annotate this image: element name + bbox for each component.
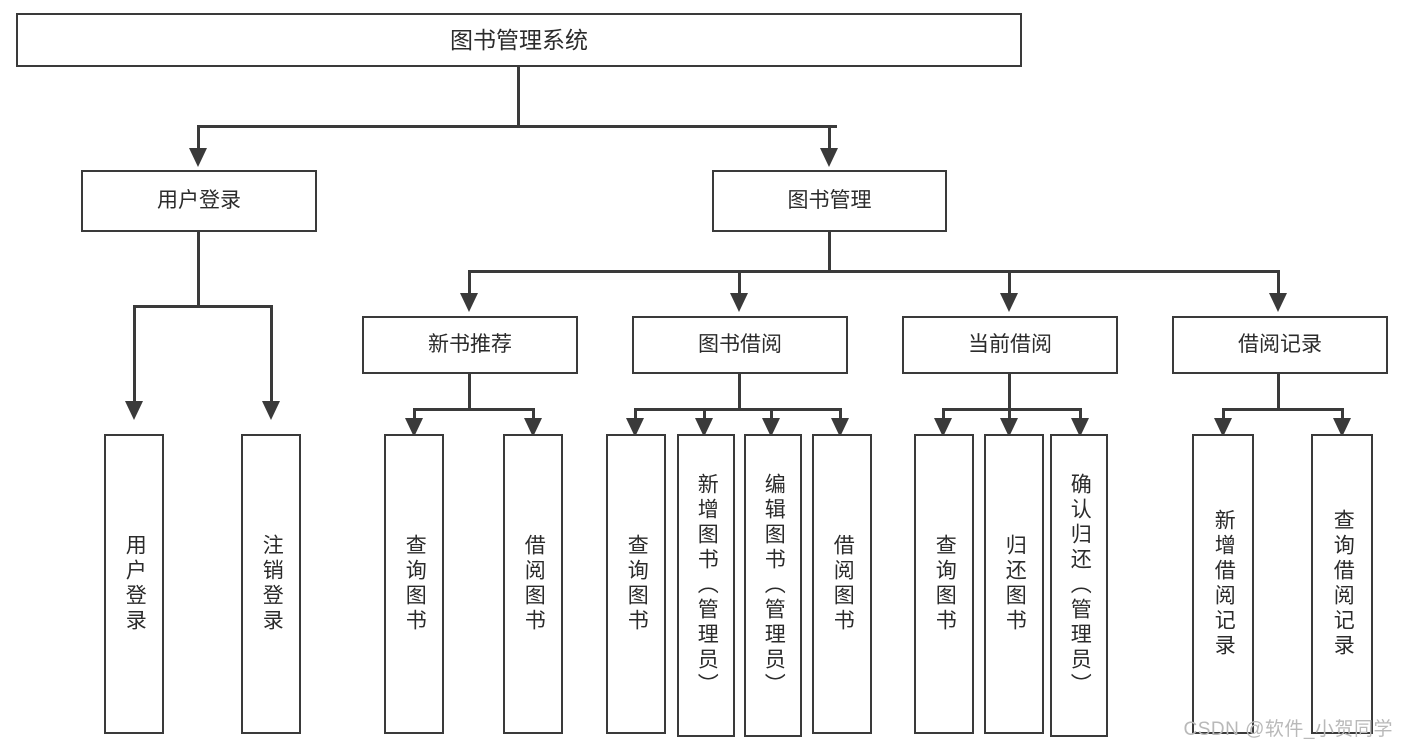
node-label: 当前借阅 <box>968 332 1052 356</box>
node-leaf-query-record[interactable]: 查询借阅记录 <box>1311 434 1373 734</box>
arrow-to-new-book-recommend <box>460 293 478 312</box>
node-label: 查询借阅记录 <box>1331 509 1355 659</box>
node-leaf-add-book[interactable]: 新增图书（管理员） <box>677 434 735 737</box>
arrow-root-to-user-login <box>189 148 207 167</box>
arrow-to-book-borrow <box>730 293 748 312</box>
node-leaf-borrow-book-1[interactable]: 借阅图书 <box>503 434 563 734</box>
node-label: 查询图书 <box>403 534 427 634</box>
connector-nbr-drop-2 <box>532 408 535 420</box>
connector-user-login-drop-2 <box>270 305 273 402</box>
node-label: 用户登录 <box>157 188 241 212</box>
arrow-to-borrow-record <box>1269 293 1287 312</box>
node-label: 新增图书（管理员） <box>695 473 719 698</box>
connector-br-drop-2 <box>1341 408 1344 420</box>
connector-root-bus <box>197 125 837 128</box>
connector-book-manage-stem <box>828 232 831 270</box>
arrow-root-to-book-manage <box>820 148 838 167</box>
connector-br-stem <box>1277 374 1280 408</box>
connector-book-manage-drop-4 <box>1277 270 1280 294</box>
node-leaf-return-book[interactable]: 归还图书 <box>984 434 1044 734</box>
node-user-login[interactable]: 用户登录 <box>81 170 317 232</box>
arrow-to-leaf-edit-book <box>762 418 780 437</box>
node-label: 查询图书 <box>933 534 957 634</box>
connector-nbr-bus <box>413 408 535 411</box>
connector-book-manage-drop-3 <box>1008 270 1011 294</box>
node-leaf-borrow-book-2[interactable]: 借阅图书 <box>812 434 872 734</box>
node-leaf-query-book-2[interactable]: 查询图书 <box>606 434 666 734</box>
arrow-to-leaf-add-record <box>1214 418 1232 437</box>
connector-nbr-stem <box>468 374 471 408</box>
connector-nbr-drop-1 <box>413 408 416 420</box>
node-label: 归还图书 <box>1003 534 1027 634</box>
node-label: 图书借阅 <box>698 332 782 356</box>
arrow-to-leaf-query-book-1 <box>405 418 423 437</box>
node-leaf-user-login[interactable]: 用户登录 <box>104 434 164 734</box>
connector-book-manage-bus <box>468 270 1280 273</box>
connector-bb-drop-1 <box>634 408 637 420</box>
connector-br-bus <box>1222 408 1344 411</box>
node-leaf-query-book-3[interactable]: 查询图书 <box>914 434 974 734</box>
connector-br-drop-1 <box>1222 408 1225 420</box>
arrow-to-leaf-add-book <box>695 418 713 437</box>
node-book-manage[interactable]: 图书管理 <box>712 170 947 232</box>
node-label: 借阅图书 <box>522 534 546 634</box>
connector-book-manage-drop-2 <box>738 270 741 294</box>
connector-bb-stem <box>738 374 741 408</box>
node-leaf-confirm-return[interactable]: 确认归还（管理员） <box>1050 434 1108 737</box>
node-label: 编辑图书（管理员） <box>762 473 786 698</box>
node-label: 新增借阅记录 <box>1212 509 1236 659</box>
node-label: 新书推荐 <box>428 332 512 356</box>
csdn-watermark: CSDN @软件_小贺同学 <box>1183 719 1393 740</box>
node-leaf-edit-book[interactable]: 编辑图书（管理员） <box>744 434 802 737</box>
arrow-to-leaf-return-book <box>1000 418 1018 437</box>
arrow-to-leaf-borrow-book-2 <box>831 418 849 437</box>
node-book-borrow[interactable]: 图书借阅 <box>632 316 848 374</box>
node-new-book-recommend[interactable]: 新书推荐 <box>362 316 578 374</box>
node-root-system[interactable]: 图书管理系统 <box>16 13 1022 67</box>
connector-bb-drop-2 <box>703 408 706 420</box>
arrow-to-leaf-query-record <box>1333 418 1351 437</box>
node-label: 图书管理 <box>787 188 872 212</box>
arrow-to-leaf-user-login <box>125 401 143 420</box>
connector-cb-stem <box>1008 374 1011 408</box>
connector-cb-drop-2 <box>1008 408 1011 420</box>
node-label: 查询图书 <box>625 534 649 634</box>
connector-user-login-bus <box>133 305 273 308</box>
node-leaf-query-book-1[interactable]: 查询图书 <box>384 434 444 734</box>
node-leaf-logout[interactable]: 注销登录 <box>241 434 301 734</box>
node-label: 注销登录 <box>260 534 284 634</box>
node-label: 借阅记录 <box>1238 332 1322 356</box>
arrow-to-leaf-logout <box>262 401 280 420</box>
connector-root-to-book-manage <box>828 125 831 149</box>
connector-bb-drop-3 <box>770 408 773 420</box>
arrow-to-leaf-borrow-book-1 <box>524 418 542 437</box>
connector-book-manage-drop-1 <box>468 270 471 294</box>
connector-root-to-user-login <box>197 125 200 149</box>
node-label: 用户登录 <box>123 534 147 634</box>
node-current-borrow[interactable]: 当前借阅 <box>902 316 1118 374</box>
connector-bb-drop-4 <box>839 408 842 420</box>
node-label: 确认归还（管理员） <box>1068 473 1092 698</box>
connector-cb-drop-1 <box>942 408 945 420</box>
arrow-to-leaf-query-book-2 <box>626 418 644 437</box>
node-borrow-record[interactable]: 借阅记录 <box>1172 316 1388 374</box>
node-leaf-add-record[interactable]: 新增借阅记录 <box>1192 434 1254 734</box>
connector-cb-bus <box>942 408 1082 411</box>
connector-user-login-stem <box>197 232 200 305</box>
node-label: 图书管理系统 <box>450 26 588 53</box>
arrow-to-leaf-confirm-return <box>1071 418 1089 437</box>
arrow-to-leaf-query-book-3 <box>934 418 952 437</box>
connector-user-login-drop-1 <box>133 305 136 402</box>
node-label: 借阅图书 <box>831 534 855 634</box>
connector-cb-drop-3 <box>1079 408 1082 420</box>
arrow-to-current-borrow <box>1000 293 1018 312</box>
connector-bb-bus <box>634 408 842 411</box>
connector-root-stem <box>517 67 520 125</box>
